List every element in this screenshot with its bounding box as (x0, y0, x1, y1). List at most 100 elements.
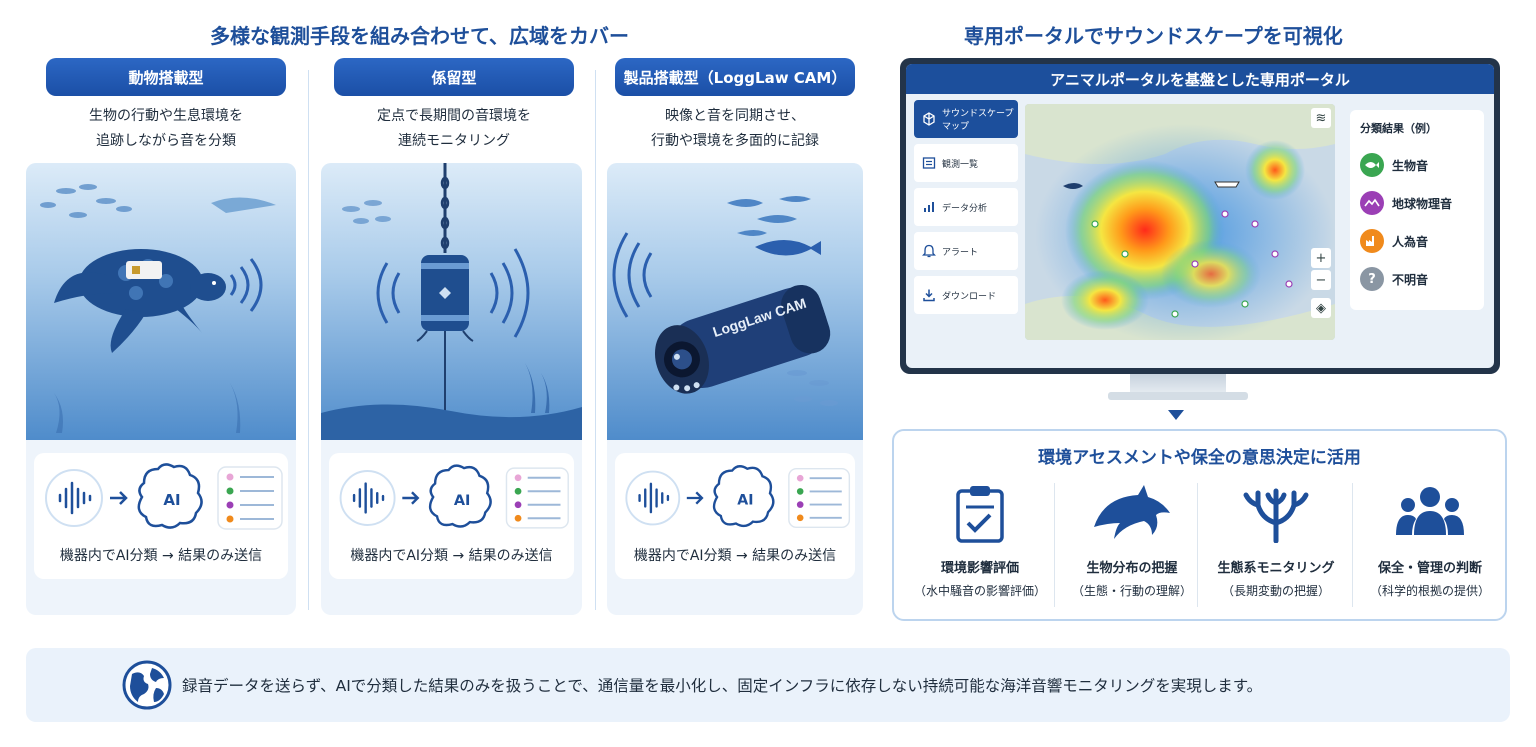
menu-label: データ分析 (942, 203, 988, 214)
result-list-icon (788, 468, 851, 528)
classification-legend: 分類結果（例） 生物音 地球物理音 人為音 ? 不明音 (1350, 110, 1484, 310)
legend-item-unknown: ? 不明音 (1360, 260, 1474, 298)
panel-product-mounted: LoggLaw CAM AI 機器内でAI分類 → 結果のみ送信 (607, 163, 863, 615)
monitor-base (1108, 392, 1248, 400)
fish-icon (1360, 153, 1384, 177)
panel-moored: AI 機器内でAI分類 → 結果のみ送信 (321, 163, 582, 615)
underwater-scene-camera: LoggLaw CAM (607, 163, 863, 440)
method-description: 映像と音を同期させ、行動や環境を多面的に記録 (651, 108, 819, 149)
legend-item-biological: 生物音 (1360, 146, 1474, 184)
factory-icon (1360, 229, 1384, 253)
flow-label: 機器内でAI分類 → 結果のみ送信 (350, 548, 553, 564)
sound-wave-icon (45, 469, 103, 527)
layers-icon[interactable]: ≋ (1311, 108, 1331, 128)
right-section-title: 専用ポータルでサウンドスケープを可視化 (964, 24, 1343, 48)
menu-item-soundscape-map[interactable]: サウンドスケープ マップ (914, 100, 1018, 138)
dolphin-icon (1094, 485, 1170, 539)
divider (1352, 483, 1353, 607)
method-product-mounted: 製品搭載型（LoggLaw CAM） 映像と音を同期させ、行動や環境を多面的に記… (595, 58, 875, 160)
sound-wave-icon (625, 470, 681, 526)
mooring-illustration (321, 163, 582, 440)
heatmap-graphic (1025, 104, 1335, 340)
ai-label: AI (454, 493, 471, 509)
sound-wave-icon (339, 470, 396, 526)
menu-item-data-analysis[interactable]: データ分析 (914, 188, 1018, 226)
use-environmental-assessment: 環境影響評価 （水中騒音の影響評価） (904, 483, 1056, 611)
result-list-icon (505, 467, 569, 529)
menu-label: サウンドスケープ マップ (942, 109, 1014, 132)
ai-brain-icon (712, 465, 775, 528)
method-title: 動物搭載型 (46, 58, 286, 96)
menu-label: アラート (942, 247, 979, 258)
arrow-down-icon (1168, 410, 1184, 420)
menu-item-alert[interactable]: アラート (914, 232, 1018, 270)
use-ecosystem-monitoring: 生態系モニタリング （長期変動の把握） (1200, 483, 1352, 611)
menu-label: 観測一覧 (942, 159, 979, 170)
applications-box: 環境アセスメントや保全の意思決定に活用 環境影響評価 （水中騒音の影響評価） 生… (892, 429, 1507, 621)
menu-item-download[interactable]: ダウンロード (914, 276, 1018, 314)
question-icon: ? (1360, 267, 1384, 291)
portal-monitor: アニマルポータルを基盤とした専用ポータル サウンドスケープ マップ 観測一覧 デ… (900, 58, 1500, 374)
ai-label: AI (737, 493, 753, 509)
zoom-in-button[interactable]: + (1311, 248, 1331, 268)
arrow-right-icon (110, 491, 128, 505)
camera-illustration: LoggLaw CAM (612, 196, 838, 406)
flow-label: 機器内でAI分類 → 結果のみ送信 (633, 548, 837, 564)
people-icon (1396, 487, 1464, 535)
turtle-illustration (40, 184, 276, 433)
download-icon (923, 289, 935, 302)
divider (308, 70, 309, 610)
bell-icon (922, 244, 936, 258)
zoom-out-button[interactable]: − (1311, 270, 1331, 290)
stack-icon[interactable]: ◈ (1311, 298, 1331, 318)
left-section-title: 多様な観測手段を組み合わせて、広域をカバー (210, 24, 629, 48)
portal-menu: サウンドスケープ マップ 観測一覧 データ分析 アラート ダウンロード (914, 100, 1018, 320)
ai-flow-diagram: AI (625, 465, 851, 528)
legend-item-geophysical: 地球物理音 (1360, 184, 1474, 222)
ai-flow-card: AI 機器内でAI分類 → 結果のみ送信 (34, 453, 288, 579)
list-icon (922, 157, 936, 169)
underwater-scene-mooring (321, 163, 582, 440)
arrow-right-icon (402, 491, 420, 505)
footer-text: 録音データを送らず、AIで分類した結果のみを扱うことで、通信量を最小化し、固定イ… (182, 677, 1263, 695)
underwater-scene-turtle (26, 163, 296, 440)
method-moored: 係留型 定点で長期間の音環境を連続モニタリング (314, 58, 594, 160)
ai-flow-diagram: AI (339, 464, 569, 529)
use-conservation-decision: 保全・管理の判断 （科学的根拠の提供） (1354, 483, 1506, 611)
monitor-stand (1130, 374, 1226, 394)
arrow-right-icon (686, 491, 704, 505)
menu-label: ダウンロード (942, 291, 997, 302)
method-animal-borne: 動物搭載型 生物の行動や生息環境を追跡しながら音を分類 (26, 58, 306, 160)
legend-item-anthropogenic: 人為音 (1360, 222, 1474, 260)
ai-brain-icon (428, 464, 492, 528)
menu-item-observation-list[interactable]: 観測一覧 (914, 144, 1018, 182)
soundscape-heatmap[interactable]: ≋ + − ◈ (1025, 104, 1335, 340)
ai-flow-card: AI 機器内でAI分類 → 結果のみ送信 (329, 453, 574, 579)
legend-title: 分類結果（例） (1360, 122, 1437, 135)
footer-banner: 録音データを送らず、AIで分類した結果のみを扱うことで、通信量を最小化し、固定イ… (26, 648, 1510, 722)
clipboard-check-icon (956, 486, 1004, 543)
ai-flow-card: AI 機器内でAI分類 → 結果のみ送信 (615, 453, 855, 579)
divider (1197, 483, 1198, 607)
ai-flow-diagram: AI (45, 463, 283, 530)
portal-title: アニマルポータルを基盤とした専用ポータル (906, 64, 1494, 94)
bar-chart-icon (924, 202, 934, 212)
divider (595, 70, 596, 610)
coral-icon (1243, 488, 1309, 543)
result-list-icon (217, 466, 283, 530)
ai-brain-icon (137, 463, 203, 529)
method-description: 生物の行動や生息環境を追跡しながら音を分類 (89, 108, 243, 149)
applications-title: 環境アセスメントや保全の意思決定に活用 (1038, 448, 1361, 468)
flow-label: 機器内でAI分類 → 結果のみ送信 (59, 548, 263, 564)
use-species-distribution: 生物分布の把握 （生態・行動の理解） (1056, 483, 1208, 611)
globe-icon (122, 660, 172, 710)
divider (1054, 483, 1055, 607)
portal-screen: アニマルポータルを基盤とした専用ポータル サウンドスケープ マップ 観測一覧 デ… (906, 64, 1494, 368)
ai-label: AI (163, 491, 180, 509)
method-title: 製品搭載型（LoggLaw CAM） (615, 58, 855, 96)
wave-icon (1360, 191, 1384, 215)
panel-animal-borne: AI 機器内でAI分類 → 結果のみ送信 (26, 163, 296, 615)
method-title: 係留型 (334, 58, 574, 96)
cube-icon (923, 112, 935, 126)
method-description: 定点で長期間の音環境を連続モニタリング (377, 108, 531, 149)
